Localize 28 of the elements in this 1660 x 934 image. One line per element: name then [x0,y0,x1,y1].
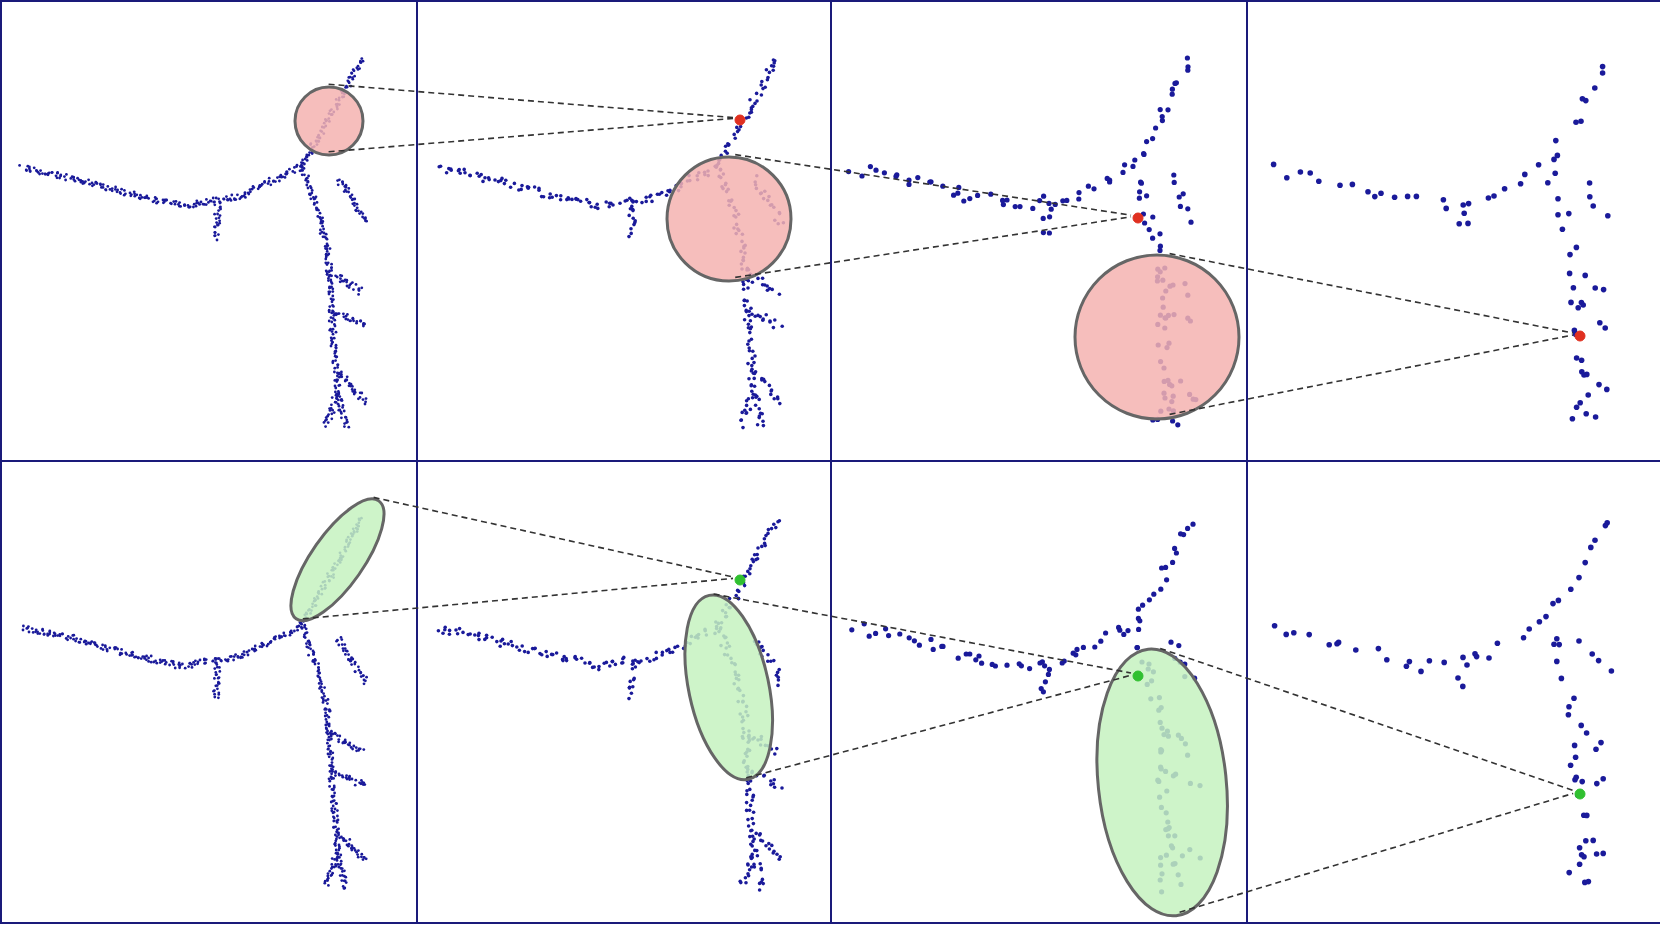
projection-line [1168,252,1574,334]
panel [0,0,418,463]
projection-line [372,496,734,578]
highlight-ellipse [681,592,775,784]
marker-dot [732,112,748,128]
panel [0,460,418,923]
marker-dot [732,572,748,588]
projection-line [302,577,734,620]
panel [415,460,833,923]
highlight-circle [291,83,365,157]
projection-line [745,674,1132,779]
projection-line [1168,334,1574,416]
panel [830,0,1248,463]
panel [830,460,1248,923]
highlight-circle [1071,251,1241,421]
projection-line [734,216,1132,279]
marker-dot [1572,786,1588,802]
highlight-circle [663,153,793,283]
projection-line [1159,647,1574,792]
projection-line [712,593,1132,674]
projection-line [734,153,1132,216]
marker-dot [1572,328,1588,344]
highlight-ellipse [1093,645,1231,919]
highlight-ellipse [288,496,388,624]
marker-dot [1130,210,1146,226]
marker-dot [1129,667,1146,684]
projection-line [327,117,734,153]
panel [1245,460,1660,923]
